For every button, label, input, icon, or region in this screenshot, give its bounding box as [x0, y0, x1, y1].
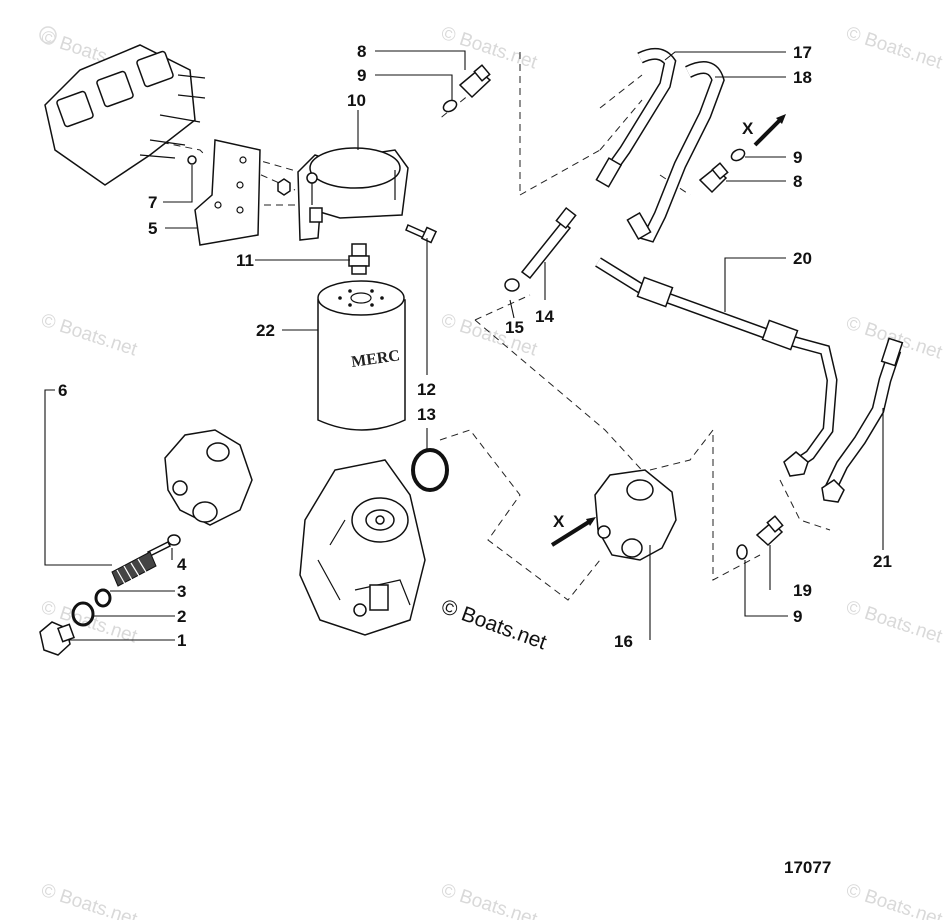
engine-block: [299, 459, 426, 636]
callout-1: 1: [177, 631, 186, 650]
callout-16: 16: [614, 632, 633, 651]
oil-tube-short: [821, 337, 904, 503]
callout-22: 22: [256, 321, 275, 340]
filter-brand-label: MERC: [350, 347, 401, 371]
copyright-caption: © Boats.net: [438, 595, 549, 654]
filter-adapter-head: [297, 147, 409, 241]
callout-12: 12: [417, 380, 436, 399]
fitting-bottom: [736, 515, 784, 560]
fitting-top: [442, 64, 492, 113]
watermark: © Boats.net: [843, 880, 945, 920]
callout-6: 6: [58, 381, 67, 400]
leader-lines: [44, 50, 884, 641]
callout-11: 11: [236, 251, 254, 270]
callout-18: 18: [793, 68, 812, 87]
o-ring-small: [71, 601, 95, 627]
callout-17: 17: [793, 43, 812, 62]
callout-7: 7: [148, 193, 157, 212]
callout-8: 8: [357, 42, 366, 61]
assembly-lines: [149, 52, 831, 601]
callout-5: 5: [148, 219, 157, 238]
marker-x: X: [553, 512, 565, 531]
drain-plug: [39, 621, 75, 656]
bolt: [405, 223, 438, 244]
watermark: © Boats.net: [438, 880, 540, 920]
callout-14: 14: [535, 307, 554, 326]
threaded-nipple: [348, 243, 370, 275]
watermark: © Boats.net: [843, 23, 945, 74]
connector-pipe: [504, 206, 577, 292]
nut: [277, 178, 291, 196]
callout-19: 19: [793, 581, 812, 600]
filter-bracket: [194, 139, 261, 246]
watermark: © Boats.net: [38, 310, 140, 361]
callout-9: 9: [793, 607, 802, 626]
washer: [187, 155, 197, 165]
callout-13: 13: [417, 405, 436, 424]
diagram-id: 17077: [784, 858, 831, 877]
plunger: [146, 534, 181, 558]
oil-hoses: [595, 47, 725, 243]
exhaust-manifold: [44, 44, 206, 186]
marker-x: X: [742, 119, 754, 138]
callout-9: 9: [793, 148, 802, 167]
watermark: © Boats.net: [438, 310, 540, 361]
callout-9: 9: [357, 66, 366, 85]
o-ring: [411, 448, 449, 492]
callout-15: 15: [505, 318, 524, 337]
callout-labels: 8 9 10 7 5 11 22 12 13 15 14 6 4 3 2 1 1…: [58, 42, 892, 651]
relief-valve-housing: [164, 429, 253, 526]
watermark-icon: [39, 26, 57, 44]
callout-21: 21: [873, 552, 892, 571]
callout-8: 8: [793, 172, 802, 191]
callout-10: 10: [347, 91, 366, 110]
fitting-right: [698, 148, 746, 194]
callout-3: 3: [177, 582, 186, 601]
watermark: © Boats.net: [438, 23, 540, 74]
seal-ring: [94, 588, 112, 608]
watermark: © Boats.net: [38, 880, 140, 920]
watermark: © Boats.net: [843, 597, 945, 648]
callout-20: 20: [793, 249, 812, 268]
remote-filter-housing: [594, 469, 677, 561]
flow-arrows: [550, 114, 786, 547]
callout-2: 2: [177, 607, 186, 626]
callout-4: 4: [177, 555, 187, 574]
oil-filter: MERC: [317, 280, 406, 431]
spring: [111, 551, 157, 587]
oil-tube-long: [595, 257, 838, 477]
